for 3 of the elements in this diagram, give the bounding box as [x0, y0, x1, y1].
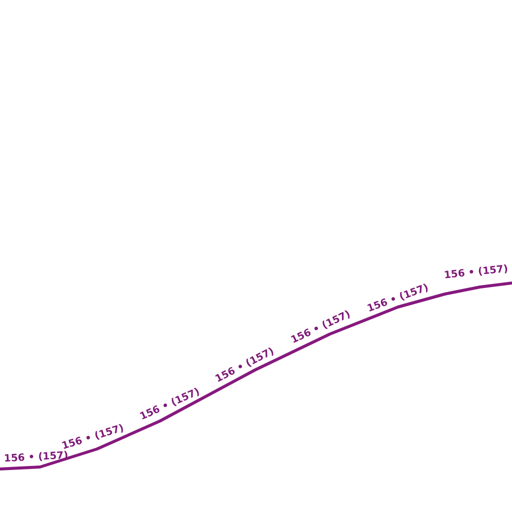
route-label: 156 • (157) — [366, 282, 430, 316]
route-label: 156 • (157) — [444, 264, 509, 282]
route-label: 156 • (157) — [4, 450, 69, 466]
